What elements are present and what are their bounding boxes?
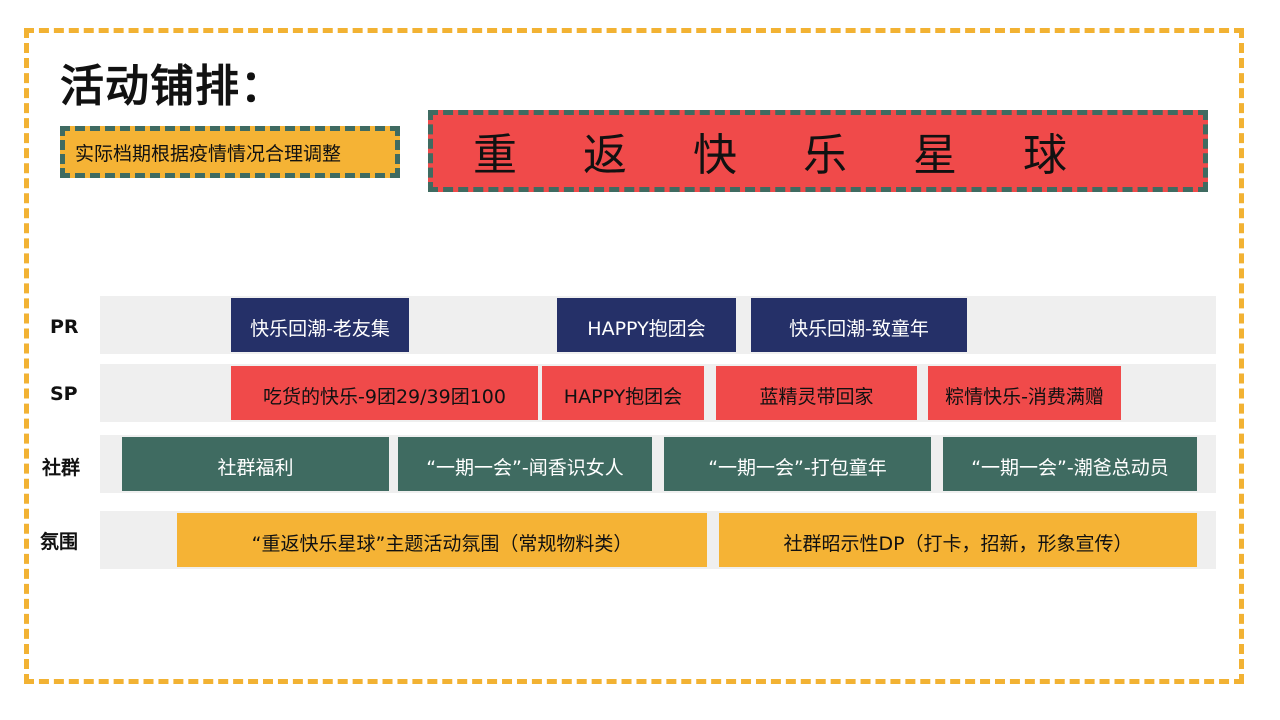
atmosphere-bar-1: “重返快乐星球”主题活动氛围（常规物料类） xyxy=(177,513,707,567)
community-bar-1: 社群福利 xyxy=(122,437,389,491)
schedule-note: 实际档期根据疫情情况合理调整 xyxy=(60,126,400,178)
sp-bar-2: HAPPY抱团会 xyxy=(542,366,704,420)
theme-char: 乐 xyxy=(803,130,847,181)
pr-bar-3: 快乐回潮-致童年 xyxy=(751,298,967,352)
row-label-atmosphere: 氛围 xyxy=(40,531,79,553)
row-label-sp: SP xyxy=(50,383,78,405)
page-title: 活动铺排： xyxy=(60,61,285,112)
theme-char: 快 xyxy=(693,130,737,181)
pr-bar-2: HAPPY抱团会 xyxy=(557,298,736,352)
theme-char: 重 xyxy=(473,130,517,181)
dashed-frame xyxy=(24,28,1244,684)
theme-char: 球 xyxy=(1023,130,1067,181)
sp-bar-3: 蓝精灵带回家 xyxy=(716,366,917,420)
theme-char: 返 xyxy=(583,130,627,181)
sp-bar-1: 吃货的快乐-9团29/39团100 xyxy=(231,366,538,420)
row-label-community: 社群 xyxy=(42,457,81,479)
pr-bar-1: 快乐回潮-老友集 xyxy=(231,298,409,352)
community-bar-4: “一期一会”-潮爸总动员 xyxy=(943,437,1197,491)
schedule-note-text: 实际档期根据疫情情况合理调整 xyxy=(75,142,342,165)
atmosphere-bar-2: 社群昭示性DP（打卡，招新，形象宣传） xyxy=(719,513,1197,567)
community-bar-3: “一期一会”-打包童年 xyxy=(664,437,931,491)
theme-banner: 重 返 快 乐 星 球 xyxy=(428,110,1208,192)
row-label-pr: PR xyxy=(50,316,79,338)
sp-bar-4: 粽情快乐-消费满赠 xyxy=(928,366,1121,420)
community-bar-2: “一期一会”-闻香识女人 xyxy=(398,437,652,491)
theme-char: 星 xyxy=(913,130,957,181)
